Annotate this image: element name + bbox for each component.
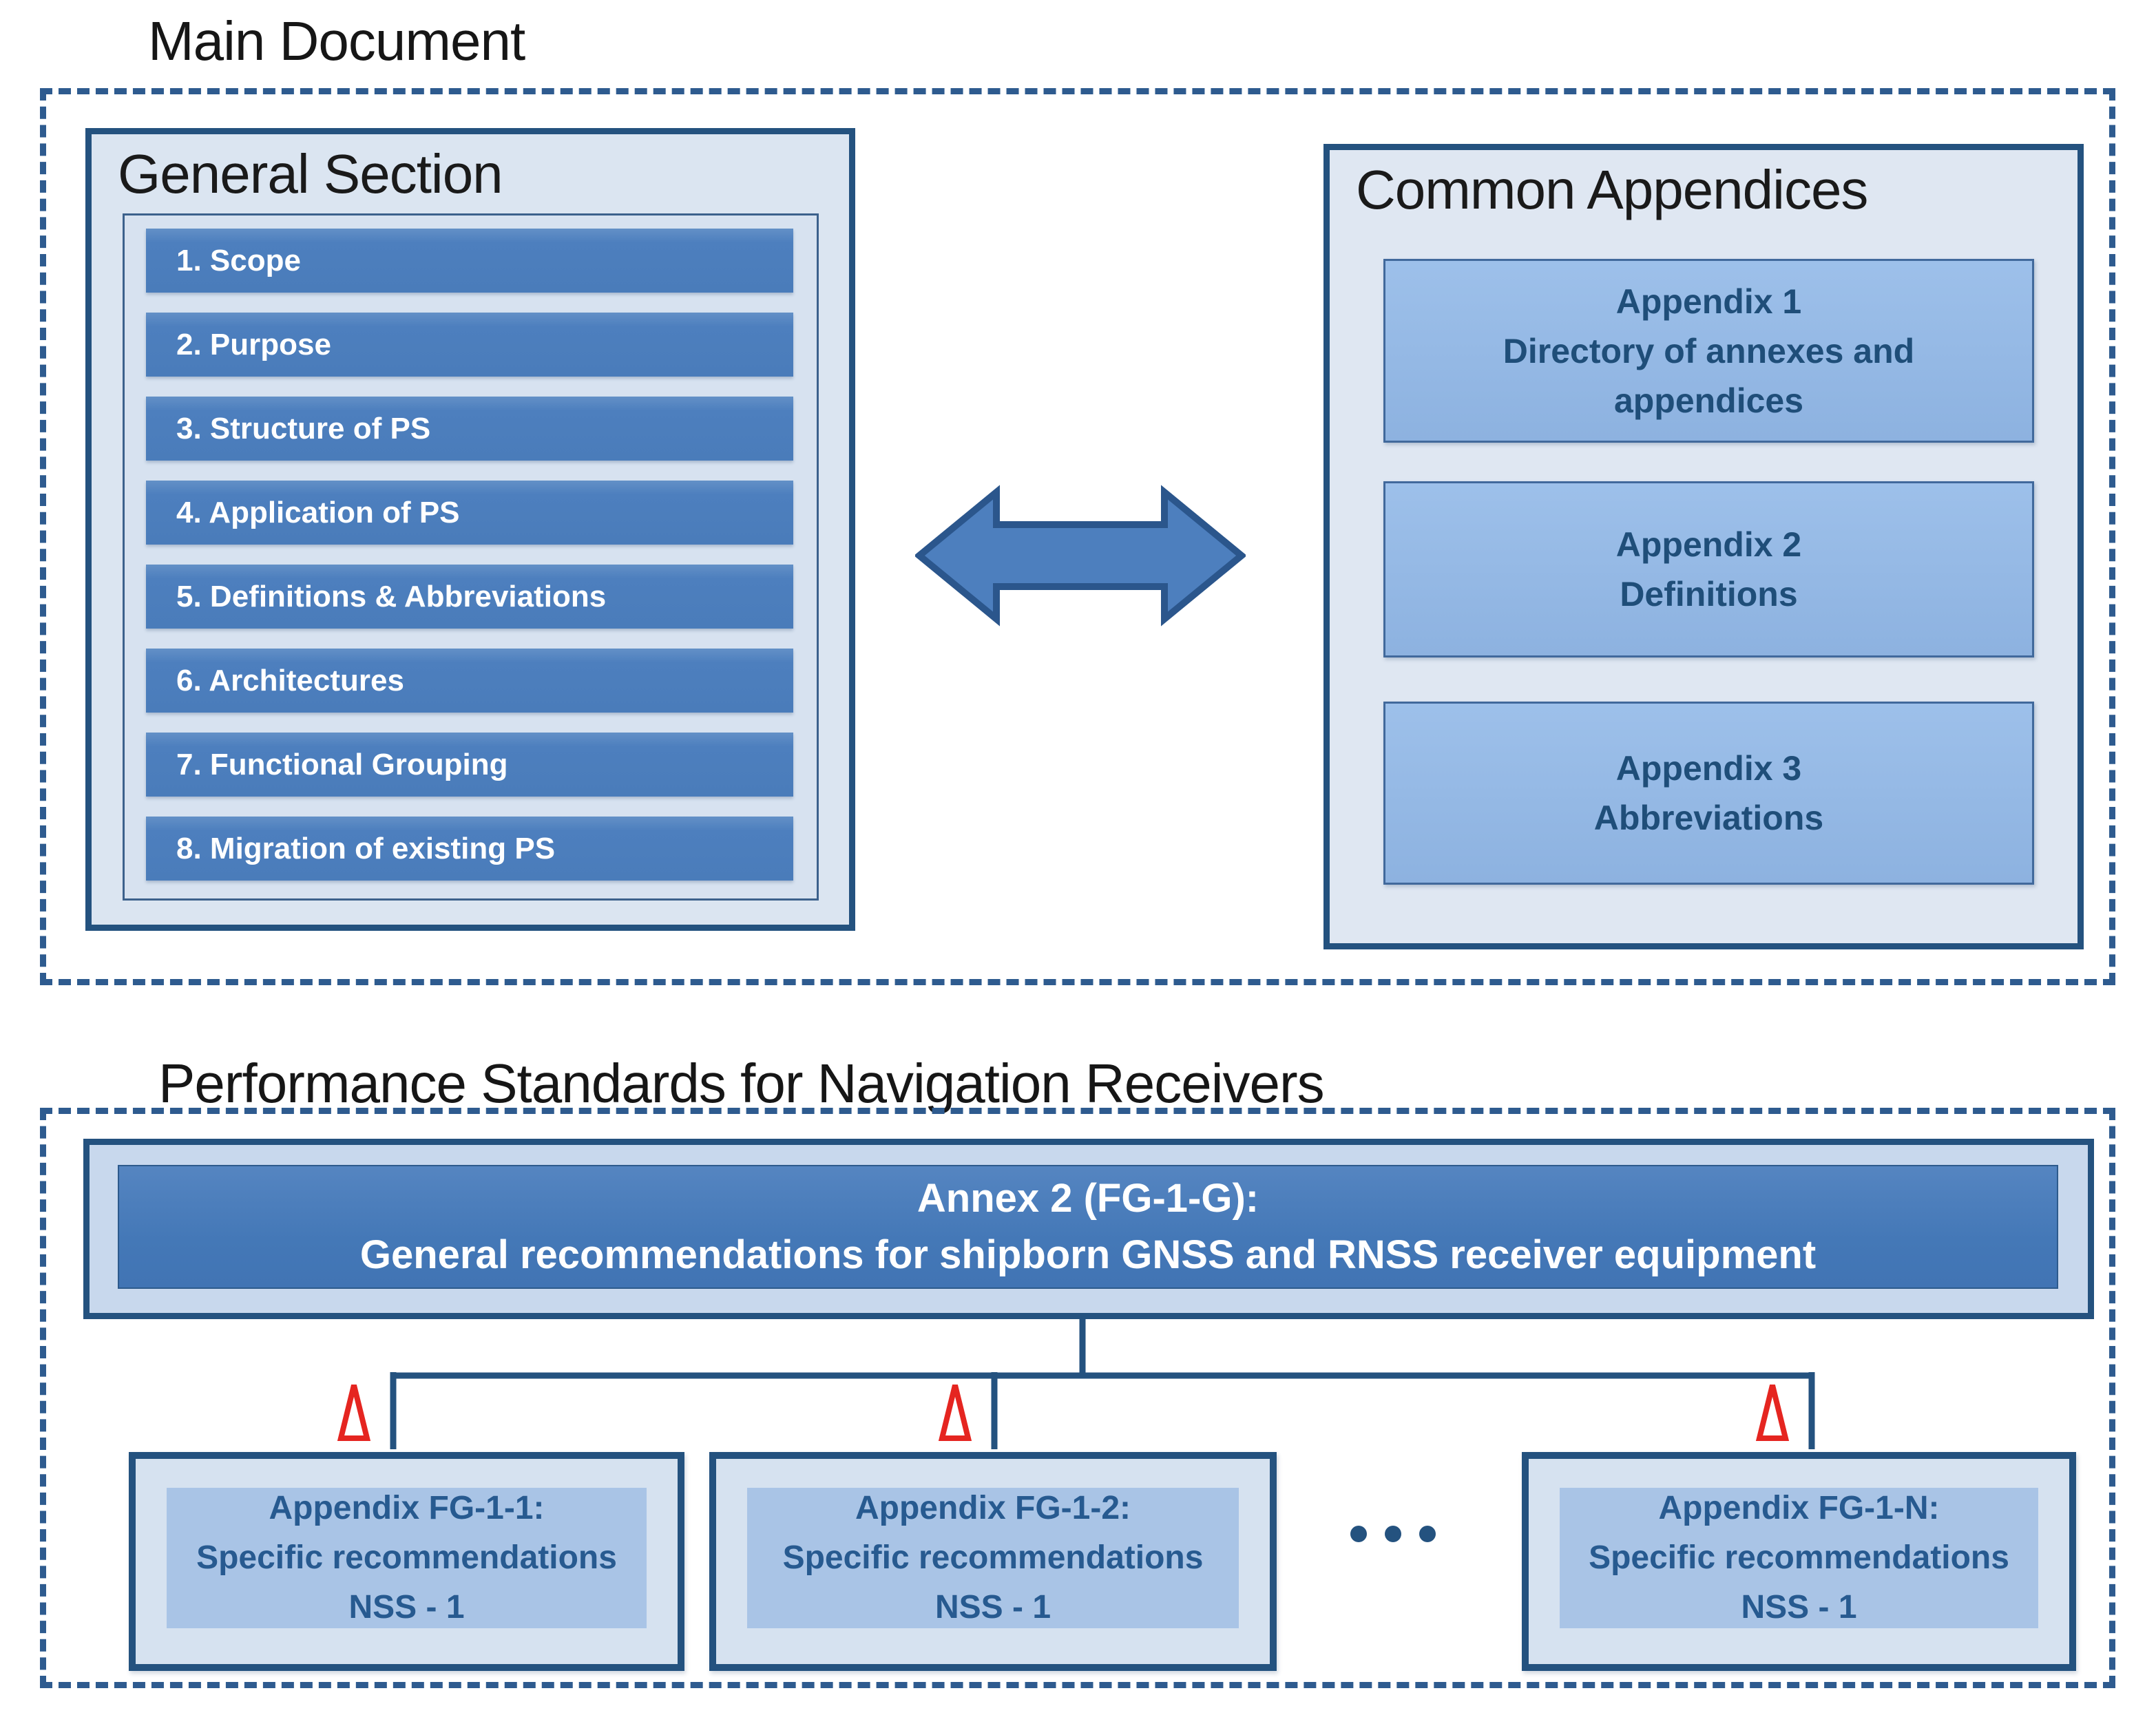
appendix-fg-1-1-box: Appendix FG-1-1: Specific recommendation… — [129, 1452, 684, 1671]
appendix-fg-1-2-panel: Appendix FG-1-2: Specific recommendation… — [747, 1488, 1239, 1628]
appendix-fg-1-n-box: Appendix FG-1-N: Specific recommendation… — [1522, 1452, 2076, 1671]
double-arrow-icon — [914, 466, 1247, 645]
appendix-line: Appendix FG-1-1: — [269, 1490, 545, 1526]
appendix-line: Appendix 3 — [1615, 749, 1802, 788]
general-section-item: 3. Structure of PS — [146, 397, 793, 461]
general-section-box: General Section 1. Scope 2. Purpose 3. S… — [85, 128, 855, 931]
general-section-item: 4. Application of PS — [146, 481, 793, 545]
general-section-item: 1. Scope — [146, 229, 793, 293]
appendix-line: Directory of annexes and — [1503, 331, 1915, 370]
appendix-line: Appendix FG-1-N: — [1658, 1490, 1940, 1526]
common-appendices-title: Common Appendices — [1356, 159, 1868, 220]
appendix-3-box: Appendix 3 Abbreviations — [1383, 702, 2034, 885]
general-section-item: 6. Architectures — [146, 649, 793, 713]
appendix-line: Specific recommendations — [1589, 1539, 2009, 1576]
appendix-line: Appendix FG-1-2: — [855, 1490, 1131, 1526]
annex-2-outer-box: Annex 2 (FG-1-G): General recommendation… — [83, 1139, 2094, 1319]
appendix-line: appendices — [1613, 381, 1804, 420]
annex-2-title-line1: Annex 2 (FG-1-G): — [917, 1176, 1259, 1221]
appendix-line: Specific recommendations — [196, 1539, 617, 1576]
appendix-line: Specific recommendations — [782, 1539, 1204, 1576]
general-section-item: 2. Purpose — [146, 313, 793, 377]
appendix-line: Appendix 2 — [1615, 525, 1802, 564]
appendix-line: Definitions — [1620, 575, 1798, 613]
annex-2-panel: Annex 2 (FG-1-G): General recommendation… — [118, 1165, 2058, 1289]
appendix-line: NSS - 1 — [934, 1589, 1051, 1625]
appendix-fg-1-n-panel: Appendix FG-1-N: Specific recommendation… — [1560, 1488, 2038, 1628]
appendix-2-box: Appendix 2 Definitions — [1383, 481, 2034, 657]
appendix-line: Abbreviations — [1593, 799, 1824, 837]
appendix-line: Appendix 1 — [1615, 282, 1802, 321]
appendix-fg-1-1-panel: Appendix FG-1-1: Specific recommendation… — [167, 1488, 647, 1628]
appendix-line: NSS - 1 — [1741, 1589, 1857, 1625]
appendix-line: NSS - 1 — [348, 1589, 465, 1625]
appendix-fg-1-2-box: Appendix FG-1-2: Specific recommendation… — [709, 1452, 1277, 1671]
performance-standards-title: Performance Standards for Navigation Rec… — [158, 1053, 1325, 1114]
common-appendices-box: Common Appendices Appendix 1 Directory o… — [1323, 144, 2084, 949]
general-section-item: 8. Migration of existing PS — [146, 817, 793, 881]
general-section-list: 1. Scope 2. Purpose 3. Structure of PS 4… — [123, 213, 819, 901]
appendix-1-box: Appendix 1 Directory of annexes and appe… — [1383, 259, 2034, 443]
annex-2-title-line2: General recommendations for shipborn GNS… — [359, 1232, 1817, 1277]
main-document-title: Main Document — [148, 10, 525, 72]
general-section-title: General Section — [118, 143, 503, 204]
performance-standards-container: Annex 2 (FG-1-G): General recommendation… — [40, 1108, 2115, 1688]
general-section-item: 7. Functional Grouping — [146, 733, 793, 797]
general-section-item: 5. Definitions & Abbreviations — [146, 565, 793, 629]
main-document-container: General Section 1. Scope 2. Purpose 3. S… — [40, 88, 2115, 985]
